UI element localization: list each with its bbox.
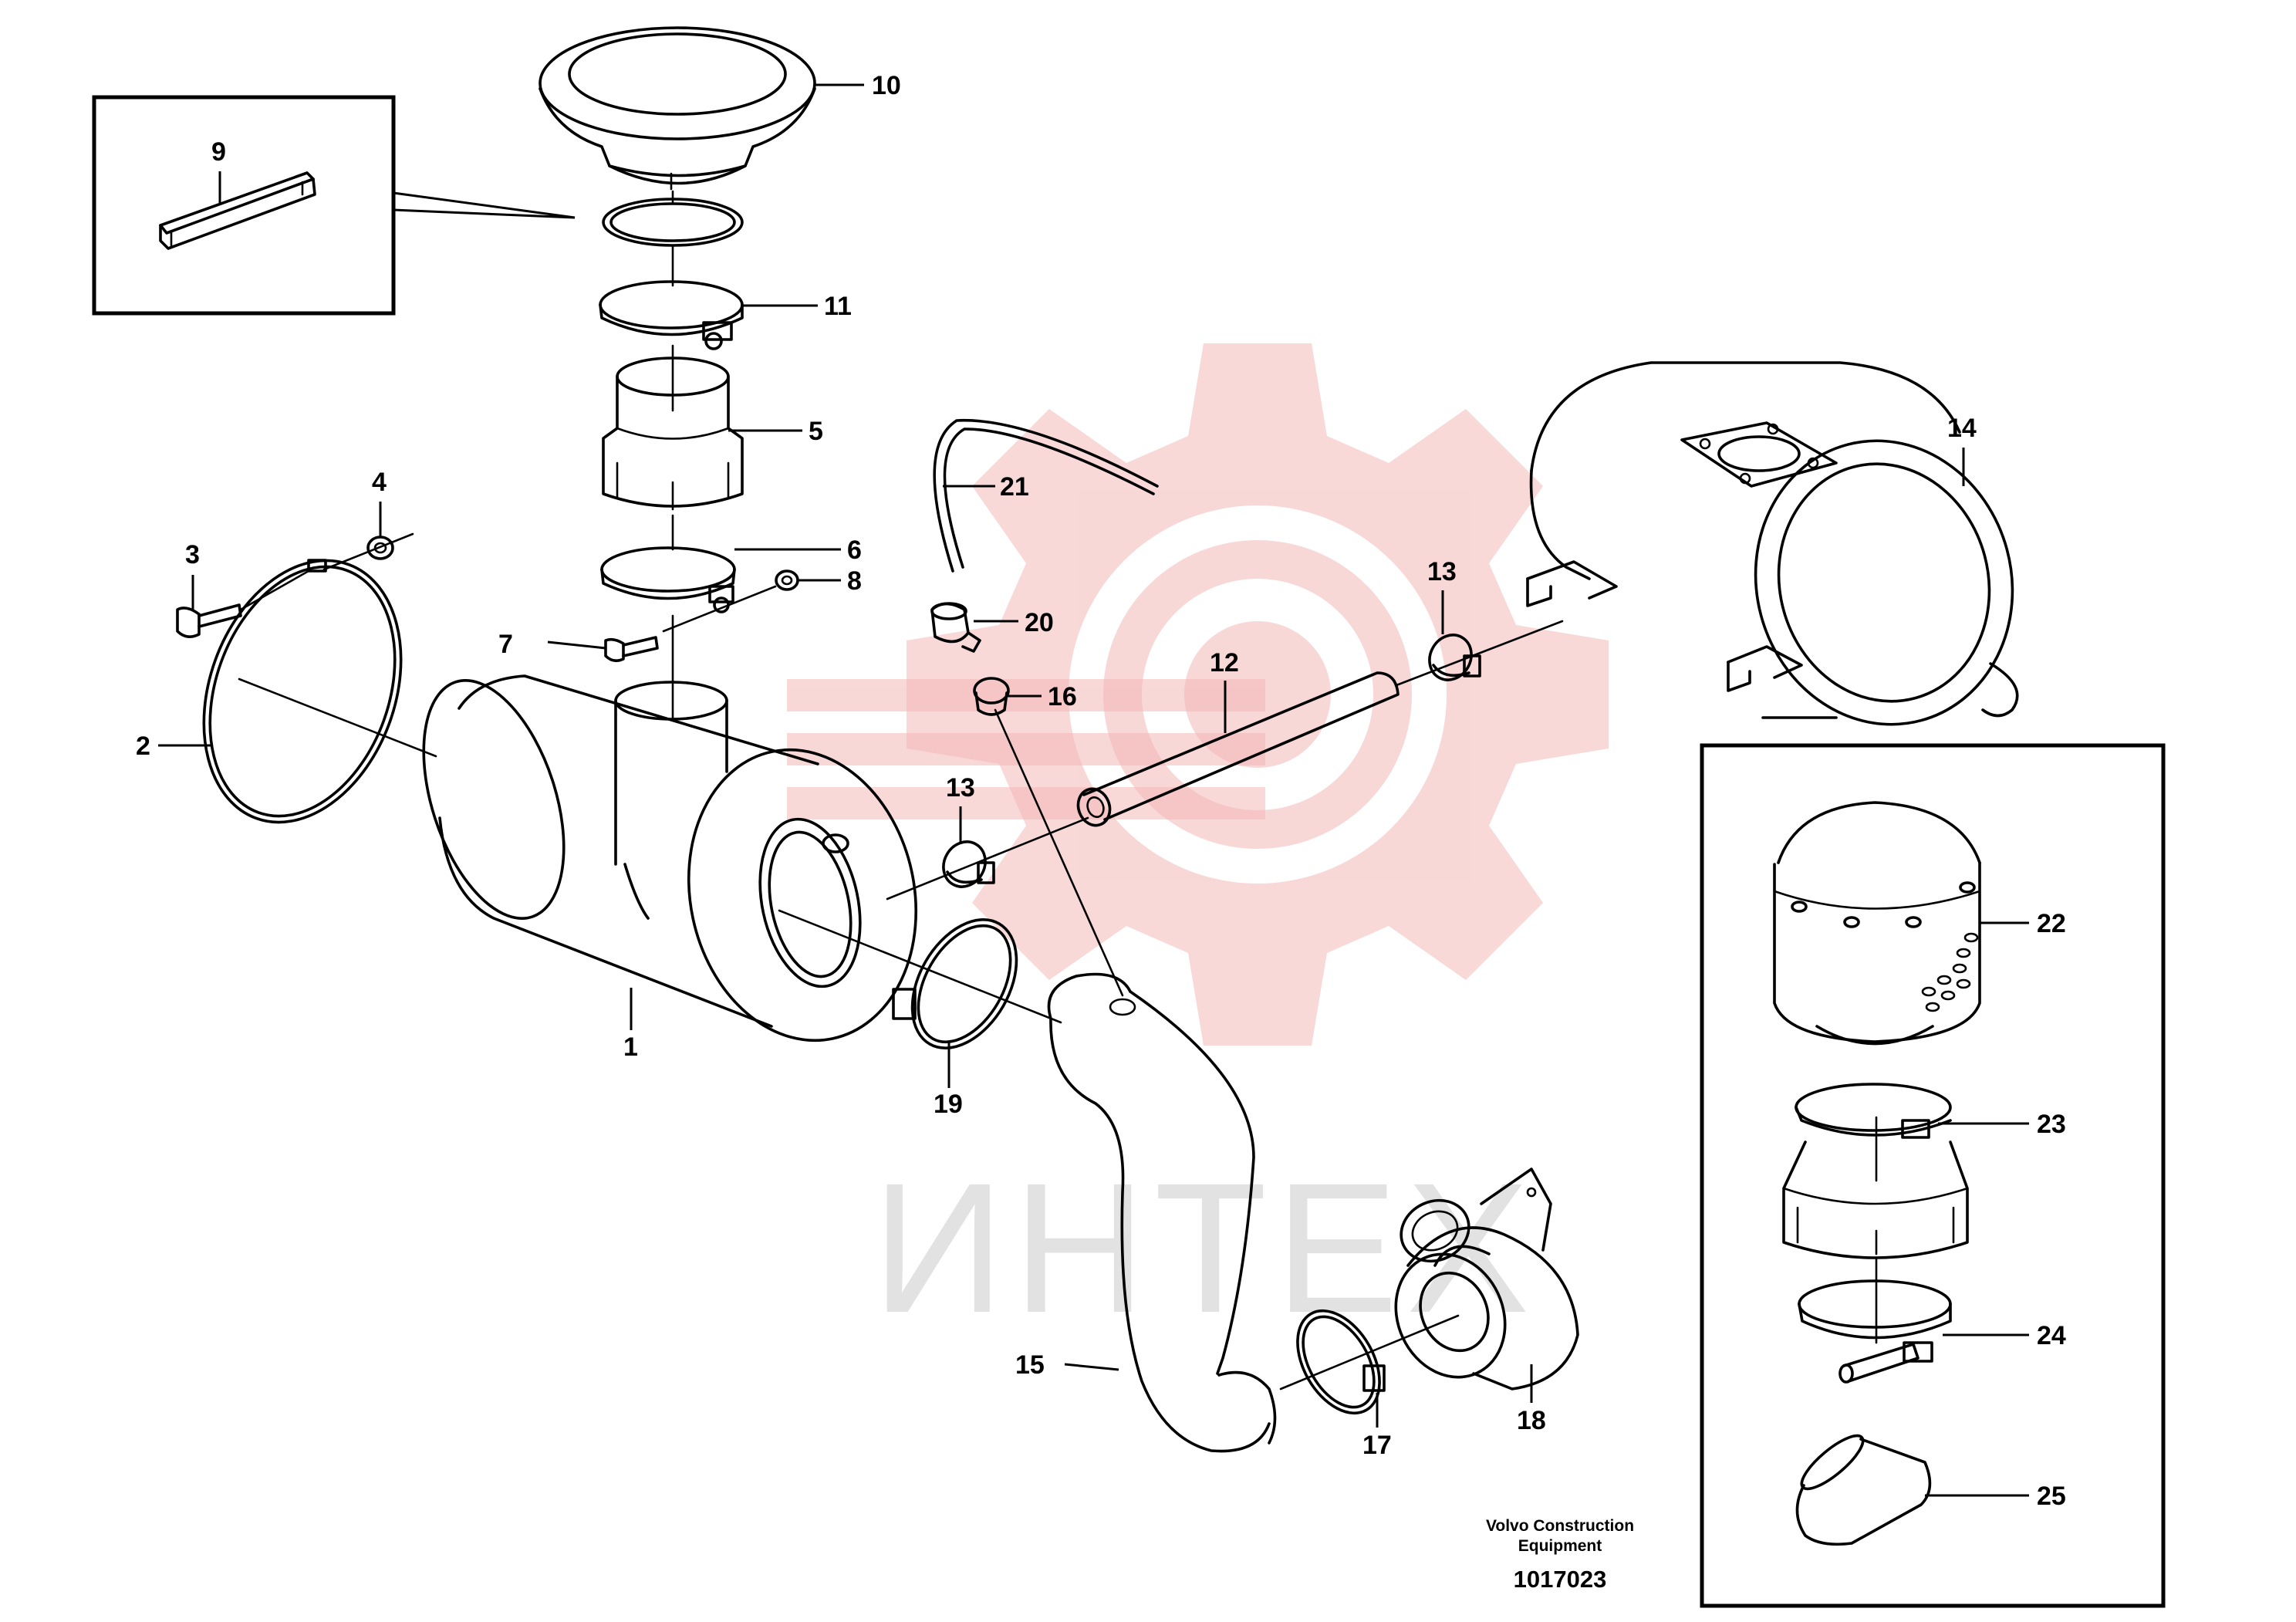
part-19-clamp[interactable] [891, 901, 1038, 1066]
callout-20: 20 [1025, 608, 1054, 637]
part-18-turbo[interactable] [1376, 1168, 1579, 1395]
callout-18: 18 [1517, 1406, 1546, 1435]
part-22-rain-cap[interactable] [1773, 801, 1981, 1046]
drawing-number: 1017023 [1514, 1566, 1607, 1593]
callout-labels: 1 2 3 4 5 6 7 8 9 10 11 12 13 13 14 15 1… [136, 71, 2066, 1511]
part-1-filter-housing[interactable] [397, 663, 942, 1062]
brand-line-2: Equipment [1518, 1537, 1602, 1555]
part-2-band[interactable] [169, 533, 435, 850]
callout-6: 6 [847, 536, 862, 565]
callout-11: 11 [824, 292, 852, 321]
inset-pointer [393, 191, 576, 219]
callout-3: 3 [185, 540, 200, 569]
outlet-axis [778, 909, 1062, 1024]
callout-13-lower: 13 [946, 773, 975, 803]
callout-13-upper: 13 [1427, 557, 1457, 586]
inset-box-top-left [92, 95, 576, 316]
callout-5: 5 [809, 417, 823, 446]
part-9-ring[interactable] [602, 198, 744, 247]
callout-25: 25 [2037, 1482, 2066, 1511]
gear-outline [907, 343, 1609, 1046]
brand-line-1: Volvo Construction [1486, 1517, 1634, 1535]
part-8-washer[interactable] [775, 569, 799, 591]
part-16-grommet[interactable] [973, 677, 1010, 716]
part-24-clamp[interactable] [1798, 1279, 1952, 1384]
washer-axis-4 [322, 532, 414, 571]
watermark-logo: ИНТЕХ [787, 343, 1609, 1351]
inset-frame-right [1700, 743, 2166, 1608]
callout-9: 9 [211, 137, 226, 167]
callout-4: 4 [372, 468, 387, 497]
part-20-sensor[interactable] [930, 602, 981, 653]
part-7-bolt[interactable] [604, 636, 659, 663]
callout-8: 8 [847, 566, 862, 596]
callout-10: 10 [872, 71, 901, 100]
callout-21: 21 [1000, 472, 1029, 502]
callout-16: 16 [1048, 682, 1077, 711]
callout-7: 7 [498, 630, 513, 659]
hose-axis-14 [1395, 620, 1564, 687]
callout-1: 1 [623, 1032, 638, 1062]
part-10-cover[interactable] [539, 26, 816, 191]
leader-15 [1064, 1363, 1119, 1371]
gear-icon [907, 343, 1609, 1046]
sensor-axis [994, 708, 1124, 997]
bolt-axis-3 [239, 569, 310, 611]
branding-block: Volvo Construction Equipment 1017023 [1486, 1517, 1634, 1593]
hose-axis-12 [886, 816, 1089, 901]
part-23-adapter[interactable] [1782, 1083, 1969, 1259]
callout-12: 12 [1210, 648, 1239, 678]
part-14-tank[interactable] [1526, 361, 2044, 753]
part-6-clamp[interactable] [600, 546, 736, 613]
inset-box-right [1700, 743, 2166, 1608]
part-21-pipe[interactable] [933, 418, 1159, 573]
leader-7 [547, 640, 606, 650]
part-25-filter[interactable] [1795, 1428, 1932, 1546]
part-15-hose[interactable] [1047, 972, 1277, 1453]
callout-17: 17 [1362, 1431, 1392, 1460]
callout-14: 14 [1947, 414, 1977, 443]
arrow-bar-3 [787, 787, 1265, 819]
callout-24: 24 [2037, 1321, 2066, 1350]
band-axis [238, 678, 437, 758]
bolt-axis-7 [662, 585, 777, 633]
part-11-clamp[interactable] [599, 280, 744, 350]
callout-15: 15 [1015, 1350, 1045, 1380]
part-3-bolt[interactable] [176, 603, 242, 638]
callout-2: 2 [136, 732, 150, 761]
arrow-bar-2 [787, 733, 1265, 765]
watermark-arrow [787, 679, 1265, 819]
turbo-axis [1279, 1314, 1460, 1391]
part-12-hose[interactable] [1073, 671, 1400, 830]
callout-19: 19 [934, 1090, 963, 1119]
inset-frame-9 [92, 95, 396, 316]
watermark-text: ИНТЕХ [872, 1144, 1538, 1351]
callout-22: 22 [2037, 909, 2066, 938]
callout-23: 23 [2037, 1110, 2066, 1139]
part-9-strip[interactable] [159, 171, 316, 250]
